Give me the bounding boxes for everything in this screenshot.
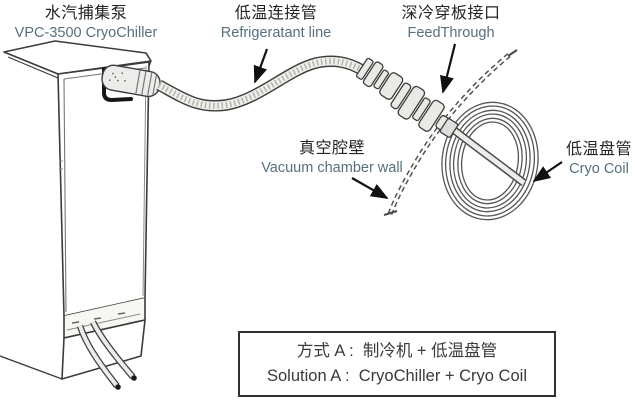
annotation-arrows (253, 43, 563, 199)
label-cryochiller-en: VPC-3500 CryoChiller (14, 24, 158, 41)
solution-box: 方式 A : 制冷机 + 低温盘管 Solution A : CryoChill… (238, 331, 556, 397)
solution-line-en: Solution A : CryoChiller + Cryo Coil (267, 367, 527, 385)
label-feedthrough: 深冷穿板接口 FeedThrough (401, 5, 500, 41)
arrow-cryo-coil (532, 161, 563, 182)
label-cryo-coil-en: Cryo Coil (569, 160, 629, 177)
feedthrough-connectors (355, 57, 459, 138)
connector-bracket (102, 67, 133, 103)
arrow-vacuum-wall (351, 177, 389, 199)
refrigerant-hose (156, 55, 365, 112)
base-tubes (76, 320, 137, 390)
label-refrigerant-line-en: Refrigeratant line (220, 24, 332, 41)
label-refrigerant-line: 低温连接管 Refrigeratant line (221, 5, 331, 41)
label-vacuum-wall-zh: 真空腔壁 (298, 140, 366, 157)
label-cryochiller-zh: 水汽捕集泵 (44, 5, 128, 22)
arrow-feedthrough (440, 43, 457, 94)
vacuum-wall-line (383, 49, 518, 216)
arrow-refrigerant-line (253, 48, 269, 84)
label-cryo-coil: 低温盘管 Cryo Coil (566, 141, 632, 177)
label-feedthrough-zh: 深冷穿板接口 (401, 5, 501, 22)
cryo-coil (441, 101, 539, 221)
label-vacuum-wall: 真空腔壁 Vacuum chamber wall (261, 140, 403, 176)
label-feedthrough-en: FeedThrough (407, 24, 495, 41)
label-cryochiller: 水汽捕集泵 VPC-3500 CryoChiller (15, 5, 158, 41)
solution-line-zh: 方式 A : 制冷机 + 低温盘管 (296, 342, 498, 360)
label-vacuum-wall-en: Vacuum chamber wall (261, 159, 403, 176)
label-refrigerant-line-zh: 低温连接管 (234, 5, 318, 22)
label-cryo-coil-zh: 低温盘管 (565, 141, 633, 158)
